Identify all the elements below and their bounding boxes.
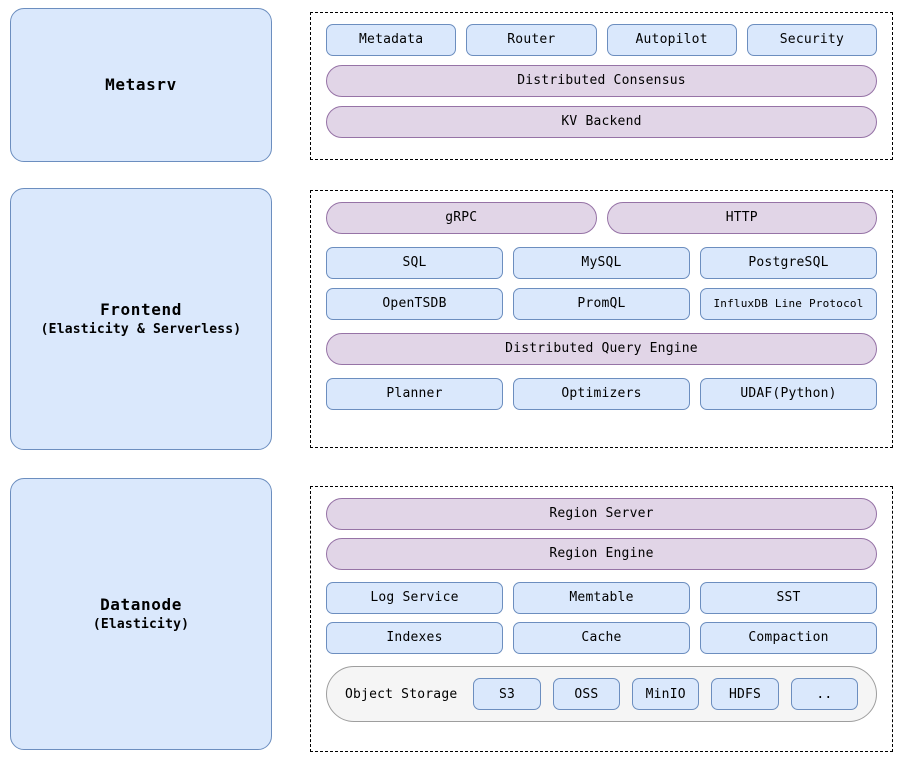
component-sql[interactable]: SQL	[326, 247, 503, 279]
tier-title-datanode: Datanode	[100, 595, 182, 615]
component-postgresql[interactable]: PostgreSQL	[700, 247, 877, 279]
component-row: gRPC HTTP	[326, 202, 877, 234]
component-group-metasrv: Metadata Router Autopilot Security Distr…	[310, 12, 893, 160]
component-router[interactable]: Router	[466, 24, 597, 56]
component-metadata[interactable]: Metadata	[326, 24, 457, 56]
component-kv-backend[interactable]: KV Backend	[326, 106, 877, 138]
component-cache[interactable]: Cache	[513, 622, 690, 654]
storage-backend-oss[interactable]: OSS	[552, 678, 621, 710]
component-row: Metadata Router Autopilot Security	[326, 24, 877, 56]
component-row: SQL MySQL PostgreSQL	[326, 247, 877, 279]
component-grpc[interactable]: gRPC	[326, 202, 597, 234]
component-group-frontend: gRPC HTTP SQL MySQL PostgreSQL OpenTSDB …	[310, 190, 893, 448]
storage-backend-hdfs[interactable]: HDFS	[711, 678, 779, 710]
component-log-service[interactable]: Log Service	[326, 582, 503, 614]
component-row: Indexes Cache Compaction	[326, 622, 877, 654]
component-memtable[interactable]: Memtable	[513, 582, 690, 614]
storage-backend-minio[interactable]: MinIO	[632, 678, 700, 710]
component-row: Region Server	[326, 498, 877, 530]
tier-subtitle-frontend: (Elasticity & Serverless)	[40, 322, 242, 338]
component-row: Distributed Consensus	[326, 65, 877, 97]
tier-title-metasrv: Metasrv	[105, 75, 177, 95]
component-http[interactable]: HTTP	[606, 202, 877, 234]
tier-panel-metasrv: Metasrv	[10, 8, 272, 162]
tier-panel-datanode: Datanode (Elasticity)	[10, 478, 272, 750]
component-udaf-python[interactable]: UDAF(Python)	[700, 378, 877, 410]
component-row: Distributed Query Engine	[326, 333, 877, 365]
component-planner[interactable]: Planner	[326, 378, 503, 410]
component-row: OpenTSDB PromQL InfluxDB Line Protocol	[326, 288, 877, 320]
component-distributed-query-engine[interactable]: Distributed Query Engine	[326, 333, 877, 365]
tier-panel-frontend: Frontend (Elasticity & Serverless)	[10, 188, 272, 450]
component-row: KV Backend	[326, 106, 877, 138]
component-row: Log Service Memtable SST	[326, 582, 877, 614]
component-optimizers[interactable]: Optimizers	[513, 378, 690, 410]
component-region-server[interactable]: Region Server	[326, 498, 877, 530]
component-distributed-consensus[interactable]: Distributed Consensus	[326, 65, 877, 97]
component-compaction[interactable]: Compaction	[700, 622, 877, 654]
component-mysql[interactable]: MySQL	[513, 247, 690, 279]
component-row: Region Engine	[326, 538, 877, 570]
tier-subtitle-datanode: (Elasticity)	[92, 617, 190, 633]
object-storage-container: Object Storage S3 OSS MinIO HDFS ..	[326, 666, 877, 722]
component-autopilot[interactable]: Autopilot	[606, 24, 737, 56]
tier-title-frontend: Frontend	[100, 300, 182, 320]
component-indexes[interactable]: Indexes	[326, 622, 503, 654]
component-sst[interactable]: SST	[700, 582, 877, 614]
component-region-engine[interactable]: Region Engine	[326, 538, 877, 570]
component-row: Planner Optimizers UDAF(Python)	[326, 378, 877, 410]
component-group-datanode: Region Server Region Engine Log Service …	[310, 486, 893, 752]
object-storage-label: Object Storage	[345, 686, 458, 702]
storage-backend-s3[interactable]: S3	[473, 678, 541, 710]
component-opentsdb[interactable]: OpenTSDB	[326, 288, 503, 320]
component-security[interactable]: Security	[746, 24, 877, 56]
storage-backend-more[interactable]: ..	[790, 678, 859, 710]
component-promql[interactable]: PromQL	[513, 288, 690, 320]
component-influxdb-line-protocol[interactable]: InfluxDB Line Protocol	[700, 288, 877, 320]
